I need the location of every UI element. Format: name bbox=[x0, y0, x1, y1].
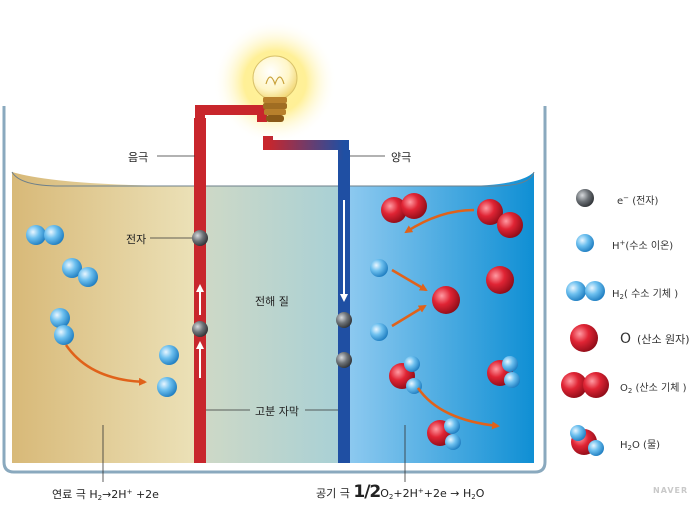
legend-hydrogen-gas: H2( 수소 기체 ) bbox=[612, 285, 678, 301]
anode-eq-prefix: 연료 극 H bbox=[52, 488, 98, 501]
oxygen-gas-molecule bbox=[381, 193, 427, 223]
membrane-label: 고분 자막 bbox=[255, 405, 299, 418]
cathode-eq-end: +2e → H bbox=[423, 487, 472, 500]
oxygen-atom bbox=[432, 286, 460, 314]
cathode-eq-mid: +2H bbox=[393, 487, 418, 500]
legend-text: (물) bbox=[639, 440, 661, 451]
legend-text: (산소 기체 ) bbox=[632, 383, 687, 394]
hydrogen-gas-molecule bbox=[50, 308, 74, 345]
cathode-eq-o-sub: 2 bbox=[388, 493, 394, 501]
hydrogen-ion bbox=[370, 259, 388, 277]
electron bbox=[336, 312, 352, 328]
legend-sup: − bbox=[623, 194, 630, 202]
anode-eq-sub: 2 bbox=[97, 494, 103, 502]
container bbox=[2, 106, 547, 474]
legend-oxygen-atom: O (산소 원자) bbox=[620, 331, 690, 347]
legend-symbol: H bbox=[612, 289, 620, 300]
cathode-eq-o: O bbox=[380, 487, 389, 500]
air-electrode-region bbox=[346, 172, 534, 463]
legend-electron: e− (전자) bbox=[617, 192, 658, 207]
electron-label: 전자 bbox=[126, 233, 147, 246]
cathode-electrode bbox=[338, 150, 350, 463]
hydrogen-ion bbox=[159, 345, 179, 365]
water-molecule bbox=[487, 356, 520, 388]
cathode-eq-sup: + bbox=[417, 487, 424, 495]
oxygen-gas-molecule bbox=[477, 199, 523, 238]
legend-sup: + bbox=[619, 239, 626, 247]
anode-equation: 연료 극 H2→2H+ +2e bbox=[52, 486, 159, 502]
anode-eq-end: +2e bbox=[132, 488, 159, 501]
water-molecule bbox=[427, 418, 461, 450]
oxygen-gas-icon bbox=[561, 372, 609, 398]
watermark: NAVER bbox=[653, 486, 689, 495]
legend-sub: 2 bbox=[619, 293, 624, 301]
legend-text: (전자) bbox=[629, 196, 659, 207]
light-bulb-icon bbox=[252, 55, 298, 122]
legend-symbol: O bbox=[620, 331, 632, 347]
reaction-arrow bbox=[416, 387, 500, 430]
hydrogen-ion bbox=[370, 323, 388, 341]
oxygen-atom-icon bbox=[570, 324, 598, 352]
legend-sub: 2 bbox=[627, 387, 633, 395]
legend-text: ( 수소 기체 ) bbox=[624, 289, 679, 300]
cathode-equation: 공기 극 1/2O2+2H++2e → H2O bbox=[316, 482, 484, 502]
fuel-electrode-region bbox=[12, 172, 200, 463]
anode-eq-sup: + bbox=[126, 488, 133, 496]
hydrogen-gas-molecule bbox=[62, 258, 98, 287]
hydrogen-ion-icon bbox=[576, 234, 594, 252]
legend-water: H2O (물) bbox=[620, 436, 660, 452]
electron bbox=[192, 230, 208, 246]
cathode-eq-half: 1/2 bbox=[353, 482, 381, 502]
reaction-arrow bbox=[404, 208, 475, 234]
wire-cathode bbox=[263, 136, 349, 160]
water-molecule bbox=[389, 356, 422, 394]
electrolyte-region bbox=[200, 186, 346, 463]
oxygen-atom bbox=[486, 266, 514, 294]
electron bbox=[192, 321, 208, 337]
legend-symbol-tail: O bbox=[632, 440, 640, 451]
legend-text: (수소 이온) bbox=[625, 241, 674, 252]
legend-symbol: H bbox=[612, 241, 620, 252]
legend-symbol: e bbox=[617, 196, 624, 207]
anode-eq-mid: →2H bbox=[102, 488, 127, 501]
reaction-arrow bbox=[391, 304, 427, 328]
reaction-arrow bbox=[64, 344, 147, 386]
legend-symbol: H bbox=[620, 440, 628, 451]
cathode-eq-prefix: 공기 극 bbox=[316, 487, 354, 500]
legend-sub: 2 bbox=[627, 444, 632, 452]
hydrogen-gas-icon bbox=[566, 281, 605, 301]
hydrogen-ion bbox=[157, 377, 177, 397]
legend-text: (산소 원자) bbox=[637, 333, 690, 346]
electron-icon bbox=[576, 189, 594, 207]
legend-oxygen-gas: O2 (산소 기체 ) bbox=[620, 379, 686, 395]
cathode-label: 양극 bbox=[391, 151, 412, 164]
anode-label: 음극 bbox=[128, 151, 149, 164]
electron bbox=[336, 352, 352, 368]
liquid-surface bbox=[11, 171, 535, 187]
legend-symbol: O bbox=[620, 383, 628, 394]
cathode-eq-h2o-end: O bbox=[475, 487, 485, 500]
wire-anode bbox=[195, 105, 267, 122]
electrolyte-label: 전해 질 bbox=[255, 295, 289, 308]
legend-hydrogen-ion: H+(수소 이온) bbox=[612, 237, 673, 252]
water-molecule-icon bbox=[570, 425, 604, 456]
reaction-arrow bbox=[391, 268, 428, 292]
cathode-eq-h2o-sub: 2 bbox=[471, 493, 476, 501]
hydrogen-gas-molecule bbox=[26, 225, 64, 245]
